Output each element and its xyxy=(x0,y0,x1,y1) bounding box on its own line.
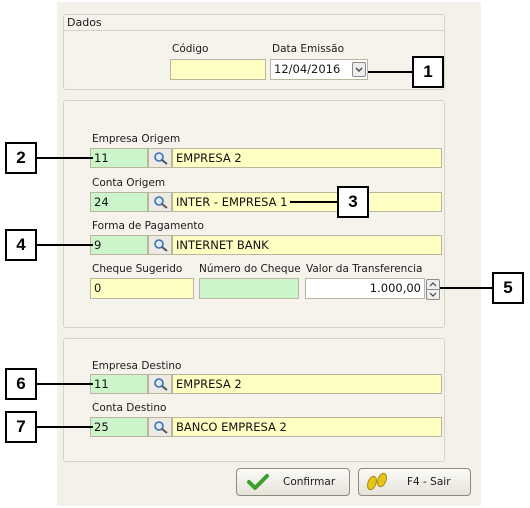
callout-1-line xyxy=(368,71,412,73)
callout-4-line xyxy=(37,244,93,246)
callout-1: 1 xyxy=(412,56,444,88)
group-title-divider xyxy=(64,30,444,31)
date-dropdown-button[interactable] xyxy=(352,62,366,77)
dados-group-title: Dados xyxy=(67,16,102,29)
callout-2: 2 xyxy=(5,142,37,174)
confirm-button-label: Confirmar xyxy=(283,476,336,488)
confirm-button[interactable]: Confirmar xyxy=(236,468,350,496)
empresa-origem-label: Empresa Origem xyxy=(92,133,181,145)
conta-destino-code-field[interactable]: 25 xyxy=(90,417,148,437)
destino-group xyxy=(63,338,445,462)
magnifier-icon xyxy=(154,196,168,209)
spinner-divider xyxy=(427,289,439,290)
empresa-origem-lookup-button[interactable] xyxy=(148,148,172,168)
callout-2-line xyxy=(37,157,93,159)
exit-button-label: F4 - Sair xyxy=(407,476,451,488)
checkmark-icon xyxy=(247,474,269,490)
numero-cheque-field[interactable] xyxy=(199,278,299,299)
footprints-icon xyxy=(367,472,387,491)
valor-transferencia-field[interactable]: 1.000,00 xyxy=(305,278,425,299)
numero-cheque-label: Número do Cheque xyxy=(199,263,301,275)
codigo-label: Código xyxy=(172,43,209,55)
conta-destino-label: Conta Destino xyxy=(92,402,167,414)
magnifier-icon xyxy=(154,378,168,391)
forma-pagamento-name-field[interactable]: INTERNET BANK xyxy=(172,235,442,255)
empresa-destino-name-field[interactable]: EMPRESA 2 xyxy=(172,374,442,394)
spinner-icon xyxy=(429,282,437,297)
cheque-sugerido-field[interactable]: 0 xyxy=(90,278,194,299)
empresa-destino-lookup-button[interactable] xyxy=(148,374,172,394)
conta-destino-name-field[interactable]: BANCO EMPRESA 2 xyxy=(172,417,442,437)
empresa-destino-label: Empresa Destino xyxy=(92,360,182,372)
callout-3-line xyxy=(290,201,337,203)
chevron-down-icon xyxy=(355,67,363,72)
callout-7: 7 xyxy=(5,411,37,443)
forma-pagamento-code-field[interactable]: 9 xyxy=(90,235,148,255)
forma-pagamento-lookup-button[interactable] xyxy=(148,235,172,255)
empresa-origem-code-field[interactable]: 11 xyxy=(90,148,148,168)
callout-6-line xyxy=(37,383,93,385)
data-emissao-value: 12/04/2016 xyxy=(274,62,341,76)
callout-4: 4 xyxy=(5,229,37,261)
valor-transferencia-label: Valor da Transferencia xyxy=(306,263,423,275)
valor-spinner[interactable] xyxy=(426,279,440,300)
magnifier-icon xyxy=(154,421,168,434)
codigo-field[interactable] xyxy=(170,59,266,80)
conta-destino-lookup-button[interactable] xyxy=(148,417,172,437)
conta-origem-lookup-button[interactable] xyxy=(148,192,172,212)
data-emissao-label: Data Emissão xyxy=(272,43,344,55)
callout-6: 6 xyxy=(5,368,37,400)
magnifier-icon xyxy=(154,152,168,165)
cheque-sugerido-label: Cheque Sugerido xyxy=(92,263,183,275)
data-emissao-field[interactable]: 12/04/2016 xyxy=(270,59,368,80)
callout-5: 5 xyxy=(492,272,524,304)
conta-origem-label: Conta Origem xyxy=(92,177,166,189)
empresa-origem-name-field[interactable]: EMPRESA 2 xyxy=(172,148,442,168)
conta-origem-code-field[interactable]: 24 xyxy=(90,192,148,212)
exit-button[interactable]: F4 - Sair xyxy=(358,468,471,496)
forma-pagamento-label: Forma de Pagamento xyxy=(92,220,204,232)
empresa-destino-code-field[interactable]: 11 xyxy=(90,374,148,394)
magnifier-icon xyxy=(154,239,168,252)
callout-5-line xyxy=(440,287,492,289)
callout-7-line xyxy=(37,426,93,428)
callout-3: 3 xyxy=(337,186,369,218)
